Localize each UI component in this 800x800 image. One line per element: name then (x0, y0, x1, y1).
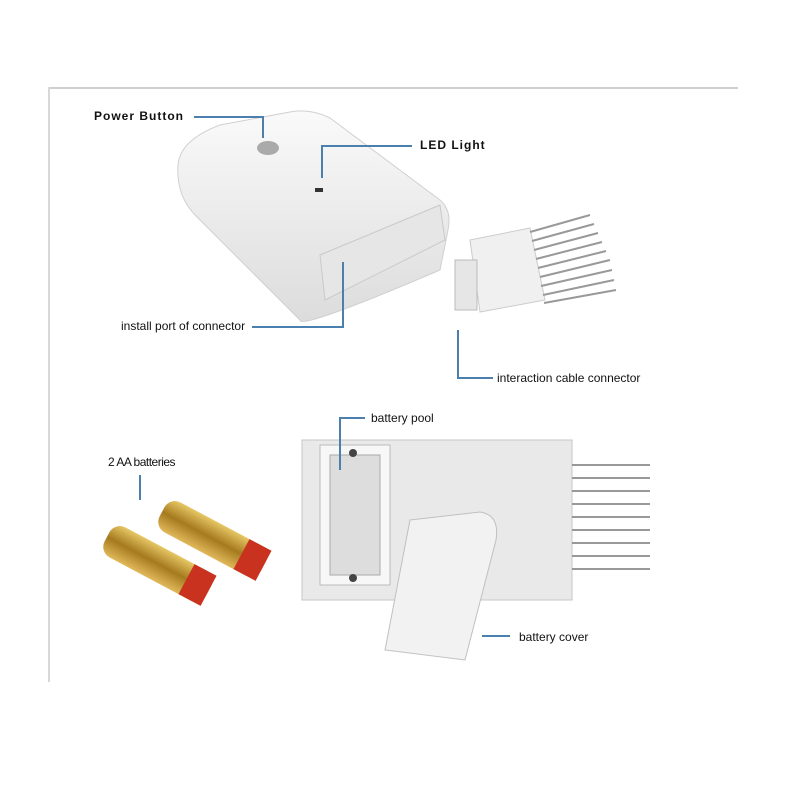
device-top (177, 110, 450, 322)
label-led-light: LED Light (420, 138, 486, 152)
label-cable-connector: interaction cable connector (497, 371, 641, 385)
frame-border-left (48, 87, 50, 682)
label-batteries: 2 AA batteries (108, 455, 176, 469)
leader-lines (139, 116, 510, 637)
label-battery-cover: battery cover (519, 630, 589, 644)
power-button-icon (257, 141, 279, 155)
label-battery-pool: battery pool (371, 411, 434, 425)
battery-cover (384, 511, 498, 661)
led-icon (315, 188, 323, 192)
label-install-port: install port of connector (121, 319, 246, 333)
cable-connector (454, 214, 617, 313)
frame-border-top (48, 87, 738, 89)
label-power-button: Power Button (94, 109, 184, 123)
device-open (301, 439, 650, 661)
aa-batteries (103, 501, 272, 606)
